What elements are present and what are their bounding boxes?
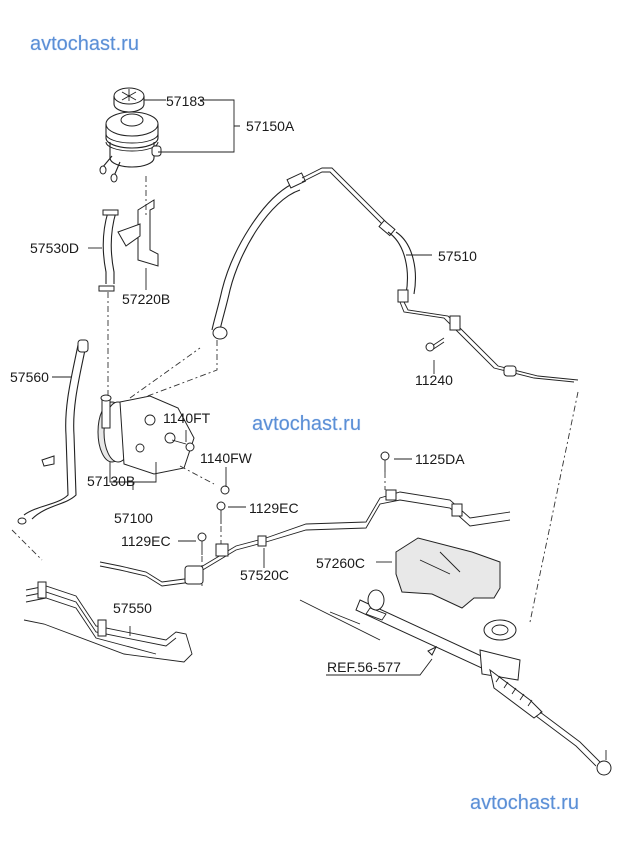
leader-lines: [52, 99, 438, 676]
suction-hose-drawing: [98, 176, 147, 402]
label-cooler-tube[interactable]: 57550: [113, 600, 152, 616]
steering-gear-drawing: [299, 589, 612, 776]
label-ref-steering-gear[interactable]: REF.56-577: [327, 659, 401, 675]
bracket-drawing: [117, 199, 159, 267]
heat-protector-drawing: [395, 537, 501, 609]
watermark-bottom: avtochast.ru: [470, 792, 579, 814]
watermark-top: avtochast.ru: [30, 33, 139, 55]
reservoir-drawing: [99, 111, 162, 183]
label-return-hose[interactable]: 57560: [10, 369, 49, 385]
pressure-hose-drawing: [136, 167, 579, 623]
label-reservoir-assy[interactable]: 57150A: [246, 118, 295, 134]
cooler-tube-drawing: [23, 561, 204, 663]
label-return-tube[interactable]: 57520C: [240, 567, 290, 583]
label-bolt-1140ft[interactable]: 1140FT: [163, 410, 211, 426]
label-bolt-1129ec-lower[interactable]: 1129EC: [121, 533, 171, 549]
label-bolt-11240[interactable]: 11240: [415, 372, 453, 388]
label-bolt-1129ec-upper[interactable]: 1129EC: [249, 500, 299, 516]
return-tube-drawing: [195, 489, 511, 575]
pump-bolts-drawing: [171, 439, 230, 495]
label-cap[interactable]: 57183: [166, 93, 205, 109]
label-heat-protector[interactable]: 57260C: [316, 555, 366, 571]
label-pump-assy[interactable]: 57100: [114, 510, 153, 526]
bolts-1129ec-drawing: [197, 451, 390, 586]
label-suction-hose[interactable]: 57530D: [30, 240, 80, 256]
bolt-11240-drawing: [425, 337, 445, 352]
pump-drawing: [97, 347, 201, 475]
reservoir-cap-drawing: [113, 87, 145, 113]
label-bracket[interactable]: 57220B: [122, 291, 171, 307]
label-pressure-hose[interactable]: 57510: [438, 248, 477, 264]
label-pulley[interactable]: 57130B: [87, 473, 136, 489]
label-bolt-1125da[interactable]: 1125DA: [415, 451, 465, 467]
return-hose-drawing: [11, 339, 89, 561]
label-bolt-1140fw[interactable]: 1140FW: [200, 450, 252, 466]
watermark-middle: avtochast.ru: [252, 413, 361, 435]
